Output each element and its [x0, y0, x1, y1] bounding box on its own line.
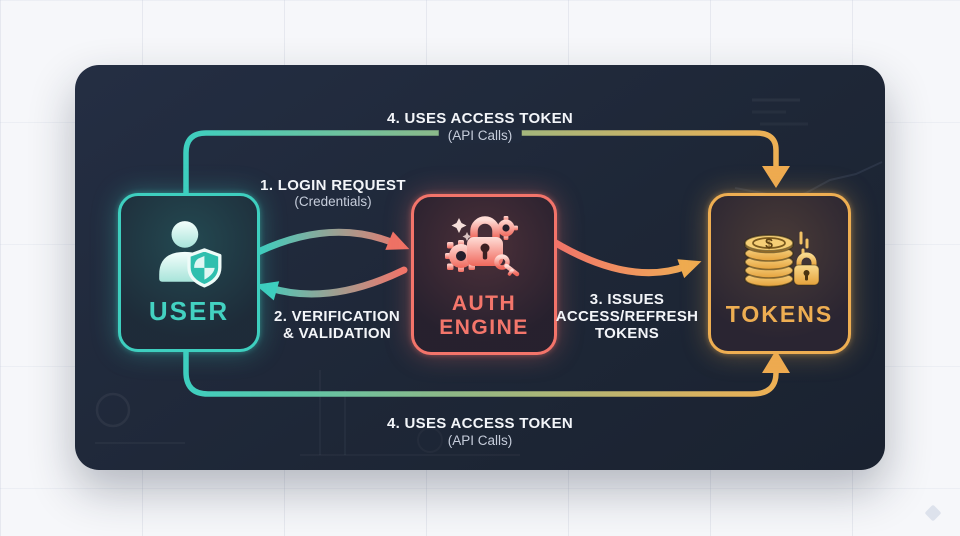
- edge-label-verification-line2: & VALIDATION: [282, 325, 392, 342]
- node-user: USER: [118, 193, 260, 352]
- edge-label-verification-line1: 2. VERIFICATION: [274, 308, 400, 325]
- edge-label-uses-token-bottom: 4. USES ACCESS TOKEN: [386, 415, 574, 432]
- edge-label-login-request: 1. LOGIN REQUEST: [260, 177, 406, 194]
- lock-gears-key-icon: [445, 210, 523, 288]
- edge-sublabel-uses-token-top-text: (API Calls): [438, 128, 522, 143]
- svg-text:$: $: [765, 235, 773, 251]
- edge-label-issues-line1: 3. ISSUES: [589, 291, 665, 308]
- edge-label-uses-token-top: 4. USES ACCESS TOKEN: [386, 110, 574, 127]
- node-auth-engine: AUTH ENGINE: [411, 194, 557, 355]
- edge-sublabel-uses-token-bottom: (API Calls): [447, 433, 513, 448]
- background-sparkle-icon: [924, 504, 942, 522]
- edge-label-issues-line3: TOKENS: [594, 325, 660, 342]
- edge-label-issues-line2: ACCESS/REFRESH: [555, 308, 699, 325]
- node-auth-label: AUTH ENGINE: [439, 292, 529, 340]
- coin-stack-lock-icon: $: [741, 219, 820, 297]
- user-shield-icon: [152, 218, 226, 292]
- edge-sublabel-uses-token-top: (API Calls): [438, 128, 522, 143]
- node-auth-label-line2: ENGINE: [439, 315, 529, 339]
- node-auth-label-line1: AUTH: [451, 291, 517, 315]
- edge-sublabel-login-request: (Credentials): [294, 194, 372, 209]
- node-user-label: USER: [148, 296, 230, 326]
- node-tokens: $ TOKENS: [708, 193, 851, 354]
- node-tokens-label: TOKENS: [725, 301, 834, 327]
